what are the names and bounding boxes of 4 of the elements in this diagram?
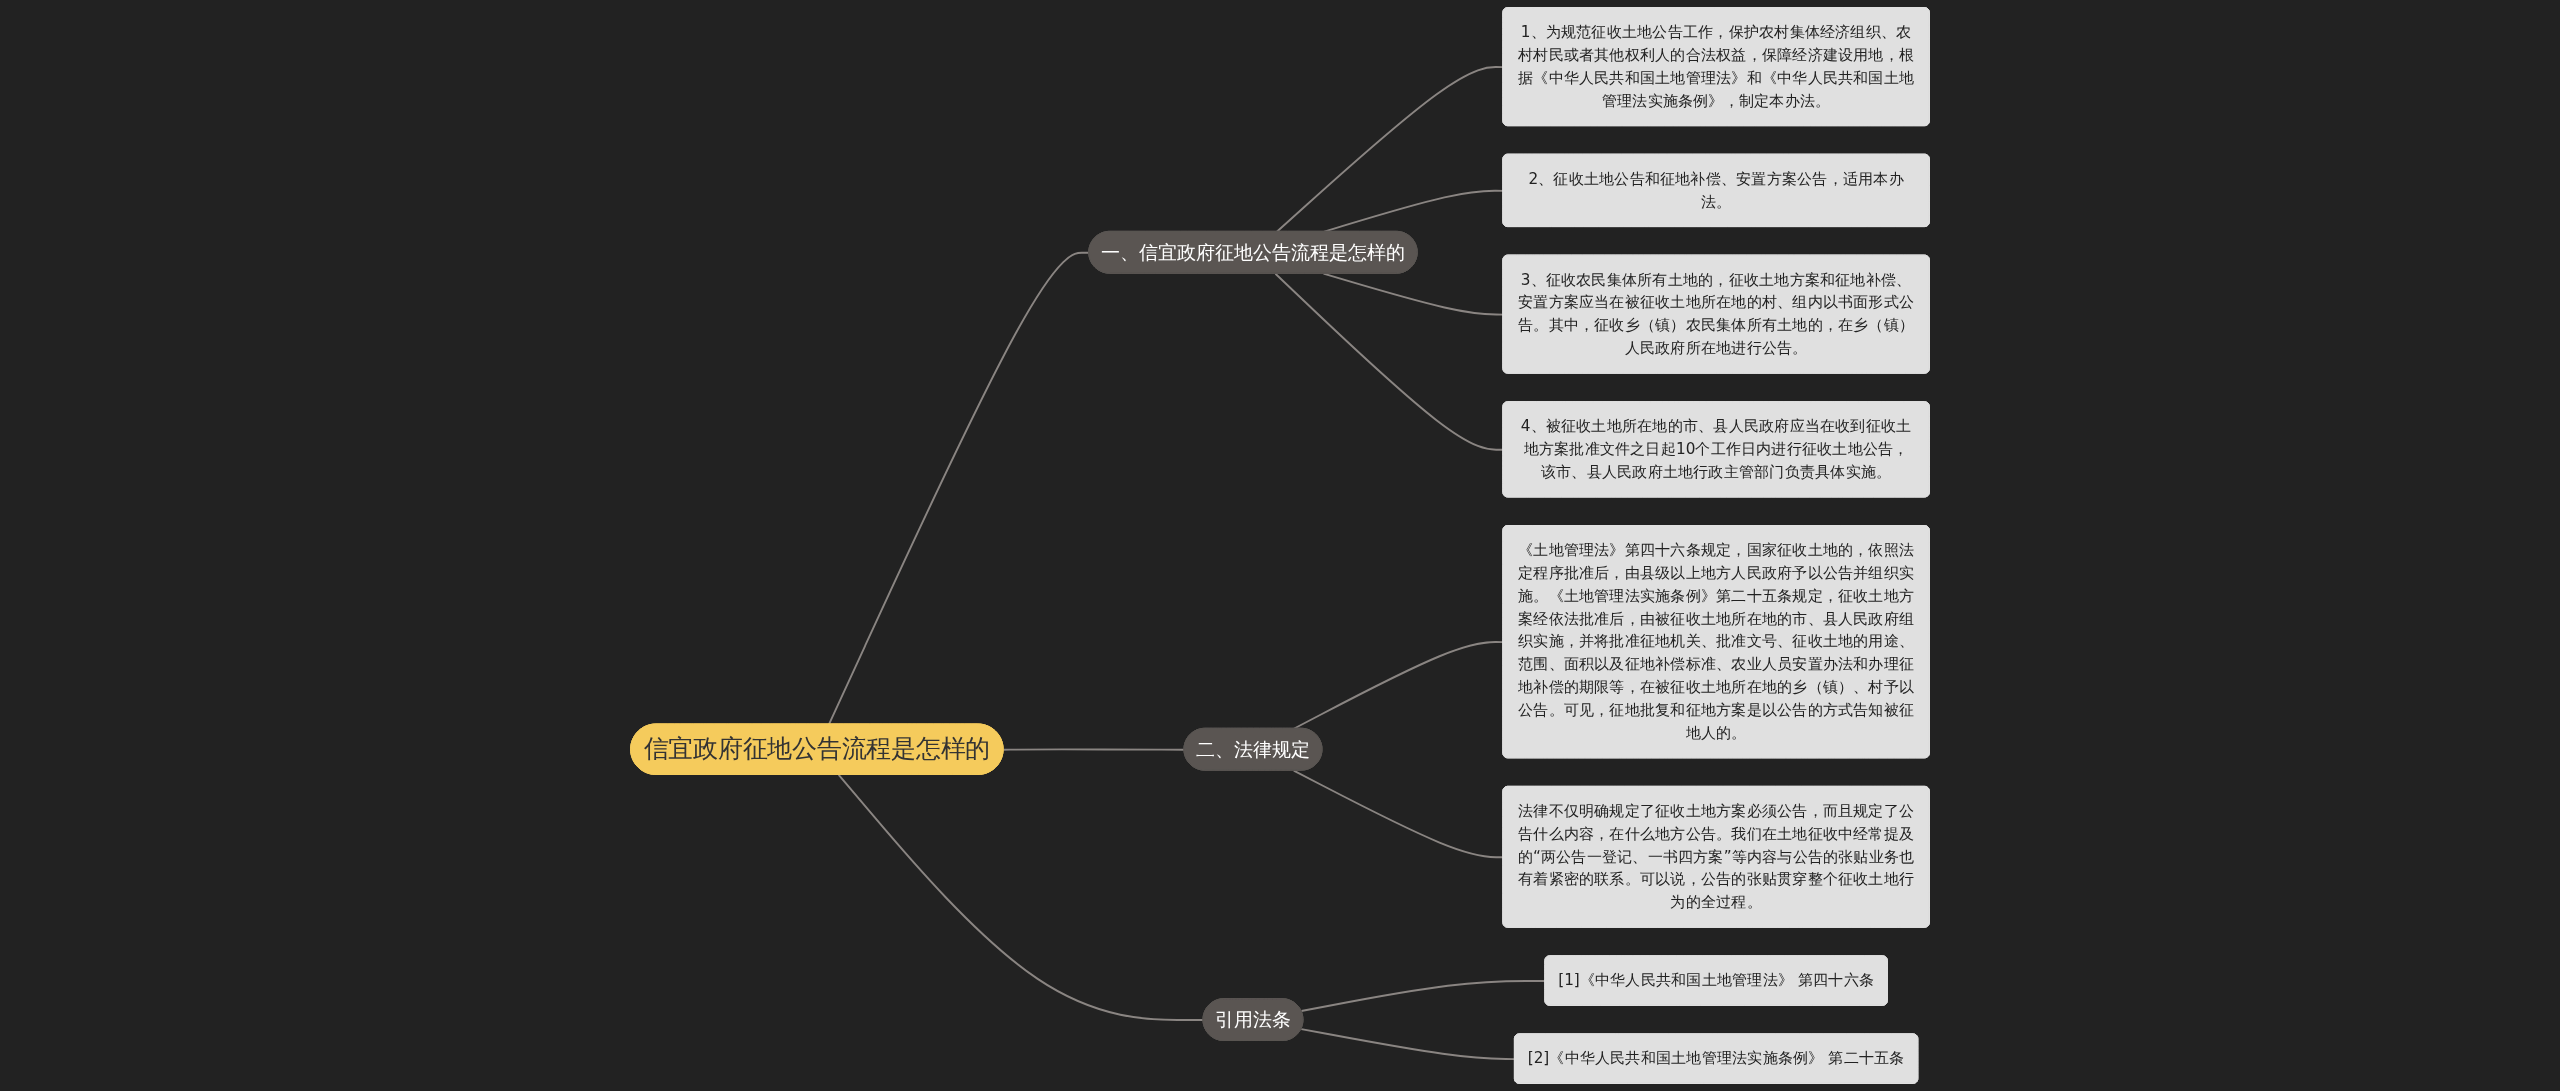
- connector: [1002, 748, 1186, 751]
- connector: [1300, 1028, 1516, 1061]
- connector: [837, 773, 1205, 1022]
- connector: [828, 251, 1091, 726]
